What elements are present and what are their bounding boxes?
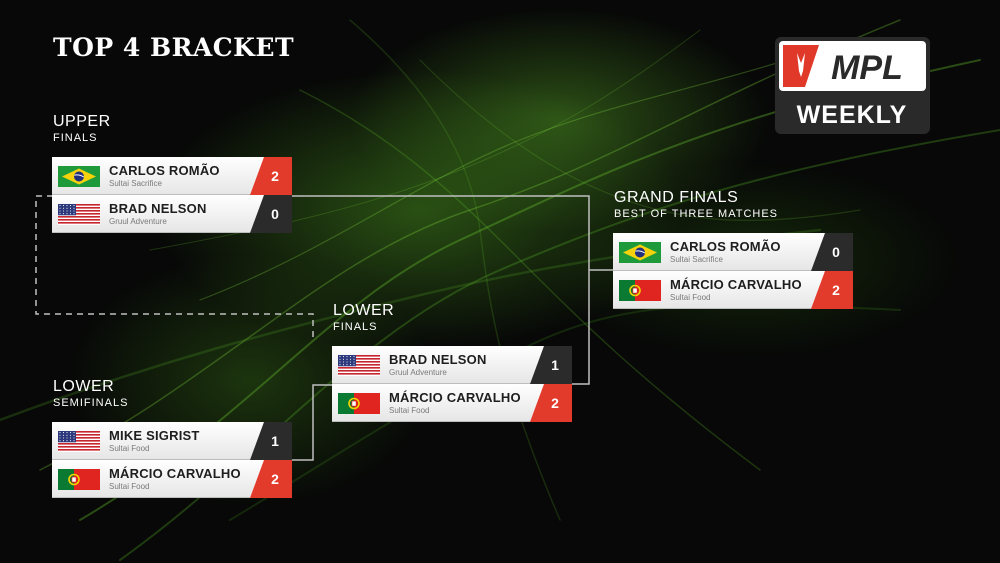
player-score: 0	[811, 233, 853, 271]
player-row: CARLOS ROMÃO Sultai Sacrifice 2	[52, 157, 292, 195]
brazil-flag-icon	[619, 242, 661, 263]
player-name: BRAD NELSON	[109, 201, 207, 216]
player-name: CARLOS ROMÃO	[670, 239, 781, 254]
player-row: MÁRCIO CARVALHO Sultai Food 2	[613, 271, 853, 309]
player-name: BRAD NELSON	[389, 352, 487, 367]
player-deck: Sultai Sacrifice	[109, 179, 162, 188]
player-deck: Sultai Food	[109, 482, 150, 491]
player-deck: Sultai Food	[670, 293, 711, 302]
lower-finals-label: LOWER FINALS	[333, 302, 394, 334]
player-deck: Gruul Adventure	[109, 217, 167, 226]
grand-finals-label: GRAND FINALS BEST OF THREE MATCHES	[614, 189, 778, 221]
match-upper-finals: CARLOS ROMÃO Sultai Sacrifice 2 BRAD NEL…	[52, 157, 292, 233]
player-deck: Sultai Sacrifice	[670, 255, 723, 264]
section-main-label: LOWER	[53, 378, 115, 395]
section-main-label: LOWER	[333, 302, 395, 319]
match-grand-finals: CARLOS ROMÃO Sultai Sacrifice 0 MÁRCIO C…	[613, 233, 853, 309]
player-deck: Sultai Food	[389, 406, 430, 415]
usa-flag-icon	[58, 431, 100, 452]
player-row: MIKE SIGRIST Sultai Food 1	[52, 422, 292, 460]
section-sub-label: FINALS	[333, 321, 378, 333]
player-row: BRAD NELSON Gruul Adventure 1	[332, 346, 572, 384]
player-deck: Sultai Food	[109, 444, 150, 453]
player-row: MÁRCIO CARVALHO Sultai Food 2	[52, 460, 292, 498]
player-name: MÁRCIO CARVALHO	[389, 390, 521, 405]
portugal-flag-icon	[619, 280, 661, 301]
section-sub-label: SEMIFINALS	[53, 397, 129, 409]
player-score: 2	[530, 384, 572, 422]
player-score: 1	[530, 346, 572, 384]
player-score: 2	[811, 271, 853, 309]
planeswalker-icon	[797, 53, 805, 77]
player-name: MIKE SIGRIST	[109, 428, 200, 443]
upper-finals-label: UPPER FINALS	[53, 113, 111, 145]
player-row: BRAD NELSON Gruul Adventure 0	[52, 195, 292, 233]
logo-bottom-text: WEEKLY	[797, 101, 908, 129]
player-score: 0	[250, 195, 292, 233]
page-title: TOP 4 BRACKET	[53, 33, 295, 62]
portugal-flag-icon	[58, 469, 100, 490]
section-sub-label: FINALS	[53, 132, 98, 144]
player-score: 1	[250, 422, 292, 460]
player-row: MÁRCIO CARVALHO Sultai Food 2	[332, 384, 572, 422]
player-name: MÁRCIO CARVALHO	[109, 466, 241, 481]
usa-flag-icon	[58, 204, 100, 225]
section-main-label: UPPER	[53, 113, 111, 130]
brazil-flag-icon	[58, 166, 100, 187]
player-name: MÁRCIO CARVALHO	[670, 277, 802, 292]
usa-flag-icon	[338, 355, 380, 376]
player-name: CARLOS ROMÃO	[109, 163, 220, 178]
logo-top-text: MPL	[831, 49, 903, 87]
player-deck: Gruul Adventure	[389, 368, 447, 377]
upper-to-grand-connector	[292, 195, 590, 385]
match-lower-finals: BRAD NELSON Gruul Adventure 1 MÁRCIO CAR…	[332, 346, 572, 422]
mpl-weekly-logo: MPL WEEKLY	[775, 37, 930, 134]
player-score: 2	[250, 157, 292, 195]
section-main-label: GRAND FINALS	[614, 189, 739, 206]
section-sub-label: BEST OF THREE MATCHES	[614, 208, 779, 220]
loser-drop-connector	[35, 195, 314, 340]
player-score: 2	[250, 460, 292, 498]
player-row: CARLOS ROMÃO Sultai Sacrifice 0	[613, 233, 853, 271]
lower-semifinals-label: LOWER SEMIFINALS	[53, 378, 128, 410]
portugal-flag-icon	[338, 393, 380, 414]
match-lower-semifinals: MIKE SIGRIST Sultai Food 1 MÁRCIO CARVAL…	[52, 422, 292, 498]
semis-to-lower-finals-connector	[292, 384, 333, 461]
